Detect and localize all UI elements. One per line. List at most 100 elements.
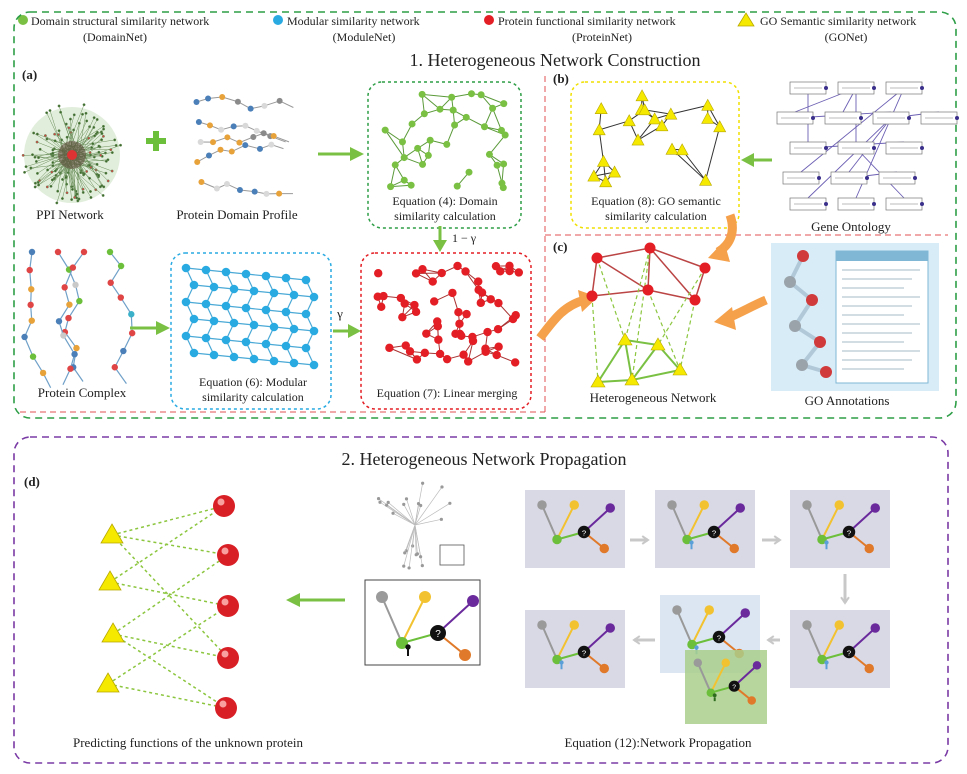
unknown-protein-node [577, 645, 591, 659]
domainnet-node [407, 181, 415, 189]
walker-graph-node [834, 620, 844, 630]
ppi-node [35, 171, 39, 175]
proteinnet-node [374, 269, 383, 278]
gonet-node [592, 123, 606, 136]
heterogeneous-go-node [590, 374, 606, 388]
ppi-node [95, 118, 99, 121]
section-1: 1. Heterogeneous Network Construction (a… [13, 11, 959, 419]
ppi-node [99, 153, 103, 157]
ppi-node [102, 124, 105, 128]
proteinnet-node [411, 269, 421, 278]
annotation-atom [820, 366, 832, 378]
walker-graph-node [672, 605, 682, 615]
complex-atom [73, 344, 80, 352]
gonet-node [587, 169, 601, 182]
domain-atom [219, 94, 226, 101]
ppi-node [70, 187, 74, 191]
complex-atom [60, 332, 67, 339]
legend-gonet-title: GO Semantic similarity network [760, 14, 916, 28]
proteinnet-node [494, 298, 503, 308]
gene-ontology-label: Gene Ontology [811, 219, 891, 234]
walker-graph-node [729, 543, 739, 554]
ppi-node [102, 127, 106, 131]
domainnet-node [451, 121, 459, 129]
walker-graph-node [864, 543, 874, 554]
modulenet-node [229, 284, 239, 294]
arrow-to-modulenet [130, 321, 170, 335]
domain-atom [263, 190, 270, 197]
ppi-node [38, 147, 42, 151]
modulenet-node [309, 292, 319, 302]
section-2-title: 2. Heterogeneous Network Propagation [342, 449, 627, 469]
domain-atom [236, 187, 243, 194]
walker-graph-node [419, 591, 431, 603]
protein-complex-label: Protein Complex [38, 385, 127, 400]
ppi-node [110, 169, 114, 173]
domain-atom [247, 105, 254, 112]
complex-atom [120, 347, 127, 355]
ppi-node [46, 168, 50, 172]
go-term-dot [811, 116, 815, 120]
eq4-line1: Equation (4): Domain [392, 194, 497, 208]
walker-graph-node [599, 543, 609, 554]
ppi-node [119, 143, 122, 147]
gonet-node [638, 103, 652, 116]
ppi-node [53, 139, 57, 143]
ppi-node [91, 142, 95, 146]
domain-atom [234, 98, 241, 105]
modulenet-node [201, 265, 211, 275]
network-thumbnail [376, 481, 465, 570]
walker-graph-node [569, 620, 579, 630]
unknown-protein-node [577, 525, 591, 539]
ppi-node [57, 129, 61, 133]
gonet-node [594, 102, 608, 114]
ppi-node [57, 104, 61, 108]
proteinnet-node [476, 298, 485, 308]
ppi-node [59, 110, 63, 114]
panel-d-label: (d) [24, 474, 40, 489]
walker-graph-node [605, 623, 615, 633]
ppi-node [92, 116, 96, 120]
walker-graph-node [667, 500, 677, 510]
modulenet-node [181, 297, 191, 307]
go-term-dot [859, 116, 863, 120]
go-term-dot [824, 86, 828, 90]
proteinnet-node [463, 357, 473, 366]
gonet-node [665, 142, 679, 155]
domain-atom [198, 179, 205, 185]
complex-atom [27, 301, 34, 309]
ppi-node [56, 189, 60, 193]
ppi-node [95, 162, 99, 166]
complex-atom [55, 318, 63, 325]
heterogeneous-go-node [672, 362, 688, 376]
ppi-node [48, 109, 52, 112]
walker-graph-node [552, 534, 562, 545]
ppi-network-label: PPI Network [36, 207, 104, 222]
ppi-node [51, 148, 55, 152]
ppi-node [51, 151, 55, 155]
predicted-go-term [101, 622, 125, 643]
ppi-node [97, 173, 101, 177]
legend-proteinnet-sub: (ProteinNet) [572, 30, 632, 44]
domain-atom [194, 159, 201, 165]
ppi-node [34, 160, 38, 163]
thumb-node [376, 497, 381, 501]
modulenet-node [261, 339, 271, 349]
ppi-node [73, 196, 77, 199]
complex-atom [28, 317, 35, 324]
unknown-protein-node [712, 630, 726, 644]
heterogeneous-go-node [650, 337, 666, 351]
go-annotations-label: GO Annotations [805, 393, 890, 408]
ppi-node [104, 171, 108, 175]
modulenet-box [170, 252, 332, 410]
ppi-node [106, 179, 110, 183]
modulenet-node [221, 335, 231, 345]
domainnet-node [485, 150, 493, 158]
ppi-node [33, 181, 37, 185]
ppi-node [82, 172, 86, 176]
modulenet-node [301, 275, 311, 285]
proteinnet-node [448, 288, 457, 298]
ppi-node [24, 165, 28, 169]
protein-complex-image [21, 248, 136, 389]
proteinnet-node [400, 299, 409, 308]
